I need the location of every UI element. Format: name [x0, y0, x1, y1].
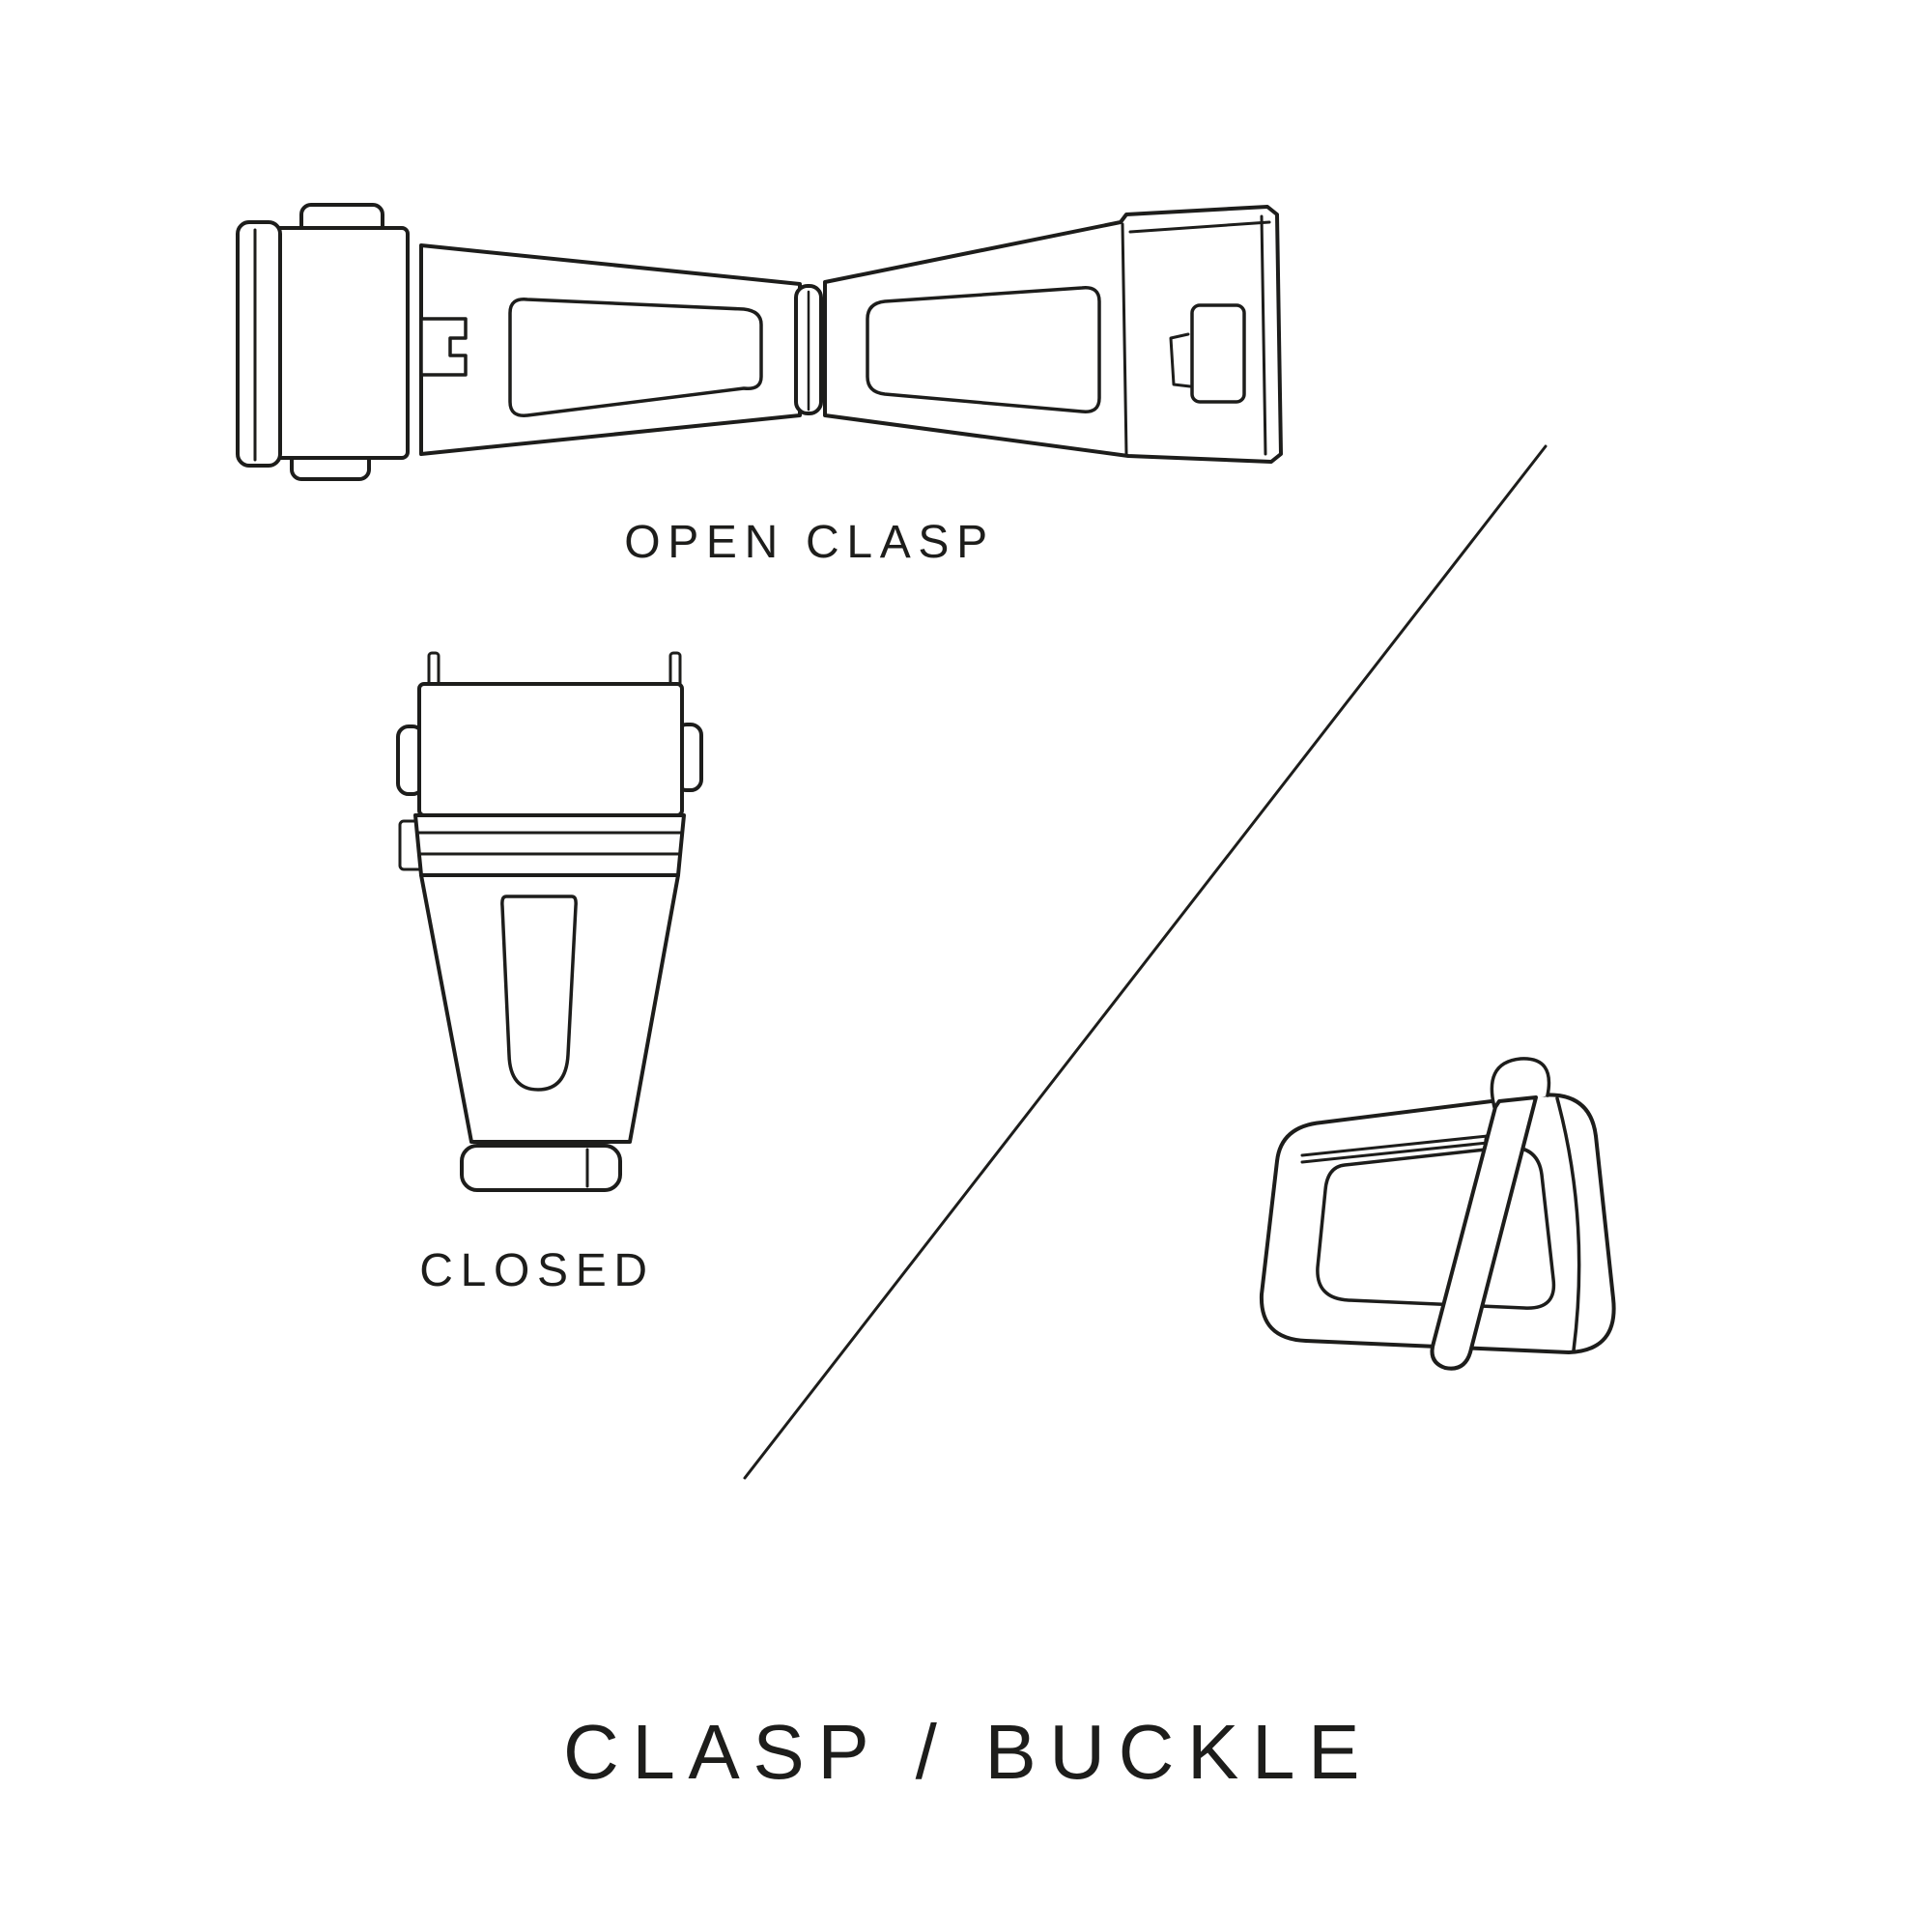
divider-line [743, 444, 1548, 1480]
tang-buckle-drawing [1259, 1057, 1616, 1371]
closed-clasp-label: CLOSED [419, 1245, 655, 1296]
line-art-group [236, 203, 1616, 1480]
open-clasp-label: OPEN CLASP [624, 517, 995, 568]
figure-title: CLASP / BUCKLE [562, 1709, 1374, 1795]
open-clasp-drawing [236, 203, 1283, 481]
closed-clasp-drawing [396, 651, 703, 1192]
